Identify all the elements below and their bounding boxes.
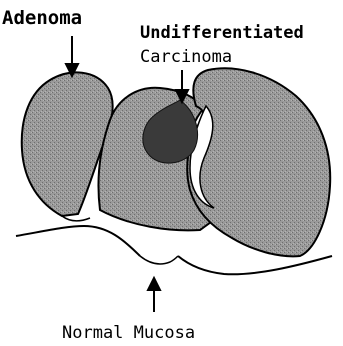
adenoma-arrow bbox=[66, 36, 78, 76]
normal-mucosa-left-return bbox=[62, 216, 90, 221]
normal-mucosa-left bbox=[16, 226, 140, 256]
normal-mucosa-right bbox=[178, 256, 332, 274]
label-adenoma: Adenoma bbox=[2, 7, 82, 29]
normal-mucosa-dip bbox=[140, 256, 178, 264]
normal-mucosa-arrow bbox=[148, 278, 160, 312]
label-normal-mucosa: Normal Mucosa bbox=[62, 323, 195, 343]
right-tissue-lobe bbox=[187, 68, 330, 256]
label-carcinoma: Carcinoma bbox=[140, 47, 232, 67]
label-undifferentiated: Undifferentiated bbox=[140, 23, 304, 43]
